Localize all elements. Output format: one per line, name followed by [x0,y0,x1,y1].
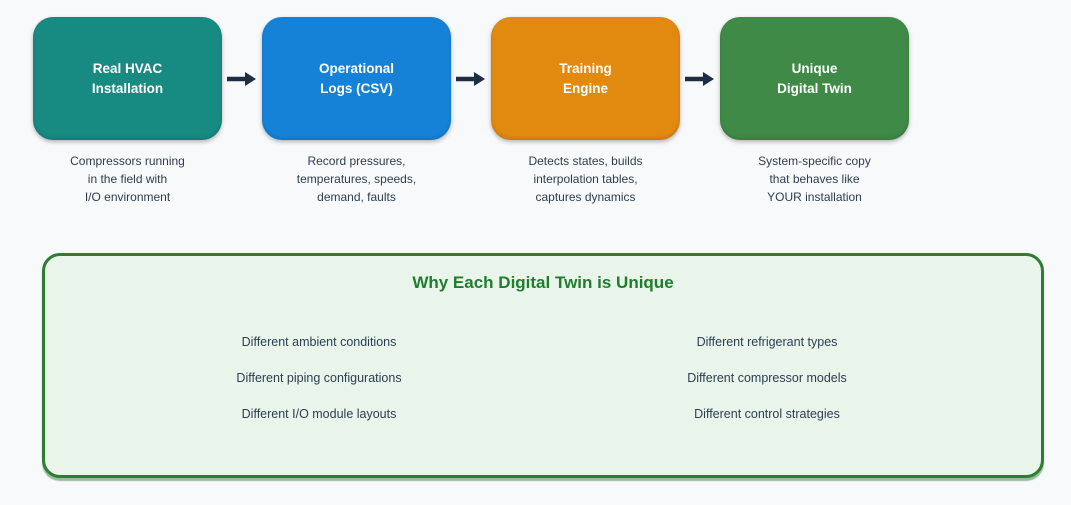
panel-items-grid: Different ambient conditions Different r… [45,335,1041,421]
panel-item-refrigerant-types: Different refrigerant types [696,335,838,349]
flow-arrow-icon [451,17,491,140]
panel-item-control-strategies: Different control strategies [694,407,840,421]
stage-title: Real HVAC Installation [91,60,164,96]
stage-caption: Record pressures, temperatures, speeds, … [296,154,417,204]
stage-box-unique-digital-twin: Unique Digital Twin [720,17,909,140]
stage-box-operational-logs: Operational Logs (CSV) [262,17,451,140]
stage-title: Unique Digital Twin [777,60,852,96]
stage-title: Training Engine [559,60,612,96]
stage-operational-logs: Operational Logs (CSV) Record pressures,… [262,17,451,206]
stage-real-hvac-installation: Real HVAC Installation Compressors runni… [33,17,222,206]
stage-box-training-engine: Training Engine [491,17,680,140]
stage-training-engine: Training Engine Detects states, builds i… [491,17,680,206]
stage-unique-digital-twin: Unique Digital Twin System-specific copy… [720,17,909,206]
flow-arrow-icon [222,17,262,140]
panel-item-io-module-layouts: Different I/O module layouts [241,407,397,421]
panel-title: Why Each Digital Twin is Unique [412,273,674,292]
panel-item-compressor-models: Different compressor models [687,371,847,385]
stage-title: Operational Logs (CSV) [318,60,394,96]
stage-caption: Compressors running in the field with I/… [70,154,185,204]
why-unique-panel: Why Each Digital Twin is Unique Differen… [42,253,1044,478]
pipeline-flow: Real HVAC Installation Compressors runni… [0,0,1071,206]
stage-caption: System-specific copy that behaves like Y… [758,154,871,204]
stage-caption: Detects states, builds interpolation tab… [528,154,643,204]
panel-item-piping-configurations: Different piping configurations [236,371,402,385]
stage-box-real-hvac: Real HVAC Installation [33,17,222,140]
flow-arrow-icon [680,17,720,140]
panel-item-ambient-conditions: Different ambient conditions [241,335,397,349]
